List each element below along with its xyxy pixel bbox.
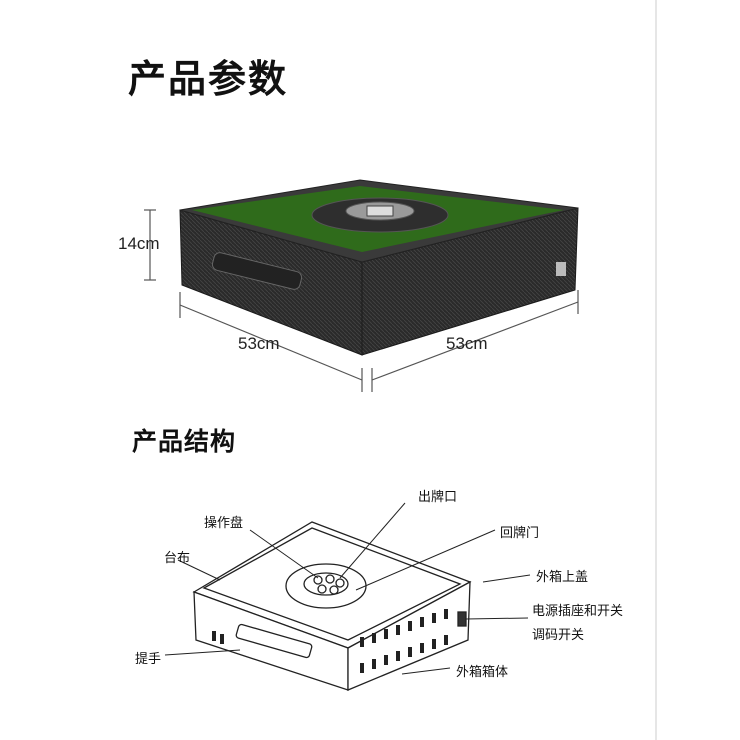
depth-dimension: 53cm bbox=[446, 334, 488, 353]
label-control-panel: 操作盘 bbox=[204, 516, 244, 531]
label-outer-box: 外箱箱体 bbox=[456, 665, 509, 680]
leader-lines bbox=[164, 502, 531, 675]
label-table-cloth: 台布 bbox=[164, 551, 191, 566]
label-outer-lid: 外箱上盖 bbox=[536, 570, 589, 585]
divider-line bbox=[655, 0, 657, 740]
structure-diagram bbox=[192, 521, 472, 691]
label-return-gate: 回牌门 bbox=[500, 526, 540, 541]
height-dimension: 14cm bbox=[118, 234, 160, 253]
params-title: 产品参数 bbox=[128, 57, 289, 101]
handle-graphic bbox=[211, 252, 303, 290]
width-dimension: 53cm bbox=[238, 334, 280, 353]
structure-title: 产品结构 bbox=[132, 427, 237, 456]
label-power-socket: 电源插座和开关 bbox=[532, 604, 624, 619]
dimension-lines bbox=[144, 209, 579, 392]
label-card-outlet: 出牌口 bbox=[418, 490, 458, 505]
label-tuning-switch: 调码开关 bbox=[532, 628, 585, 643]
label-handle: 提手 bbox=[135, 652, 162, 667]
